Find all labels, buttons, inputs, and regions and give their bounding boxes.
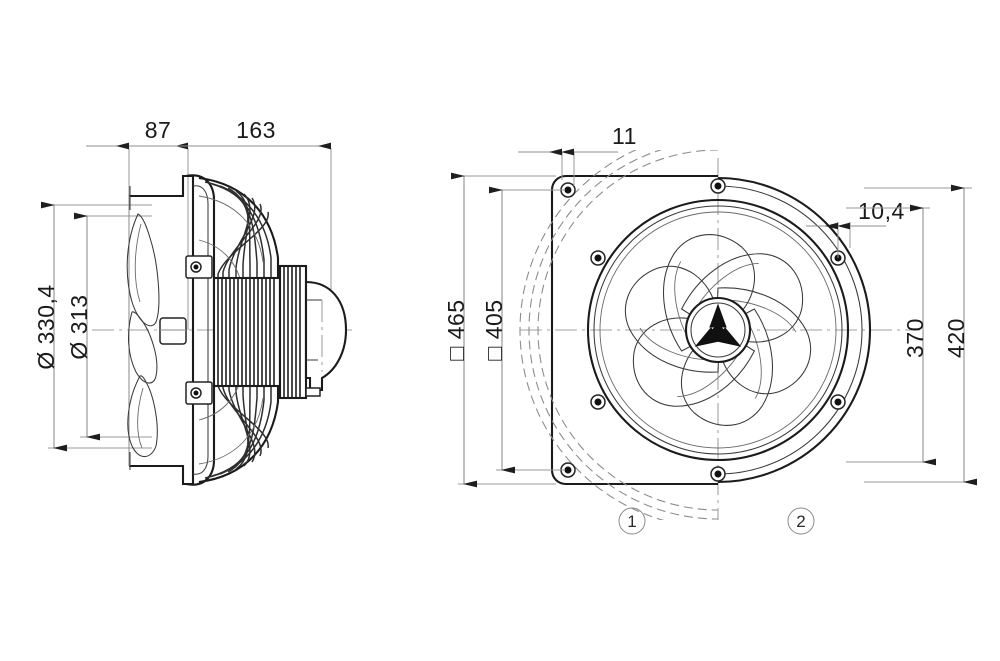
housing-ring-inner [192, 185, 209, 475]
hub-spider-spokes [694, 303, 742, 347]
motor-shell [212, 276, 282, 388]
blade-profile-top-inner [134, 223, 142, 303]
impeller-blade-profiles [126, 186, 160, 470]
dim-label-163: 163 [236, 117, 276, 143]
variant-balloon-2: 2 [787, 507, 815, 535]
cable-gland [305, 387, 321, 397]
mounting-plate-profile [129, 174, 195, 486]
blade-profile-top [126, 213, 160, 327]
variant-1-square-plate [519, 150, 718, 520]
side-view-group: 87 163 Ø 330,4 Ø 313 [33, 117, 352, 486]
dim-label-405: □ 405 [481, 299, 507, 360]
bolt-hole-bottom-right [830, 394, 846, 410]
square-plate-mounting-holes [560, 182, 576, 478]
bolt-hole-top-center [710, 178, 726, 194]
dim-label-10-4: 10,4 [858, 198, 905, 224]
dim-label-420: 420 [943, 318, 969, 358]
square-plate-outline [550, 174, 718, 486]
terminal-box-profile [304, 280, 348, 392]
bolt-hole-bottom-left [590, 394, 606, 410]
venturi-throat-ring [599, 211, 837, 449]
front-view-group: 11 □ 465 □ 405 10,4 370 420 1 [443, 123, 977, 535]
flange-bolt-holes [590, 178, 846, 482]
hub-shaft-stub [159, 317, 187, 345]
blade-profile-mid [127, 311, 158, 384]
dim-label-11: 11 [612, 123, 637, 149]
hidden-arc-mid [528, 150, 718, 520]
dim-label-diameter-313: Ø 313 [66, 294, 92, 359]
motor-body [212, 264, 308, 400]
hidden-arc-inner [537, 150, 718, 511]
bolt-hole-top-left [590, 250, 606, 266]
venturi-inner-ring [593, 205, 843, 455]
motor-endbell-fins [283, 266, 301, 398]
flange-outer-circle [718, 176, 872, 484]
variant-balloon-1: 1 [618, 507, 646, 535]
balloon-circle-1 [618, 507, 646, 535]
dim-label-87: 87 [145, 117, 172, 143]
balloon-label-1: 1 [627, 512, 636, 531]
housing-bolt-bosses [185, 255, 213, 405]
dim-label-diameter-330-4: Ø 330,4 [33, 284, 59, 369]
hidden-arc-outer [519, 150, 665, 520]
dim-label-465: □ 465 [443, 299, 469, 360]
variant-2-round-flange [718, 176, 872, 484]
dim-label-370: 370 [902, 318, 928, 358]
bolt-hole-bottom-center [710, 466, 726, 482]
blade-profile-bottom [127, 375, 158, 458]
hub-inner-circle [690, 302, 746, 358]
balloon-circle-2 [787, 507, 815, 535]
motor-cooling-fins [217, 278, 275, 386]
bolt-center-top [193, 264, 199, 270]
impeller-hub [684, 296, 752, 364]
side-view-body [126, 174, 348, 486]
venturi-outer-ring [586, 198, 850, 462]
terminal-box [304, 280, 348, 397]
blade-profile-bottom-inner [137, 387, 144, 449]
fan-venturi-rings [586, 198, 850, 462]
bolt-center-bottom [193, 390, 199, 396]
flange-inner-circle [718, 185, 863, 475]
balloon-label-2: 2 [796, 512, 805, 531]
terminal-box-lines [306, 299, 322, 361]
